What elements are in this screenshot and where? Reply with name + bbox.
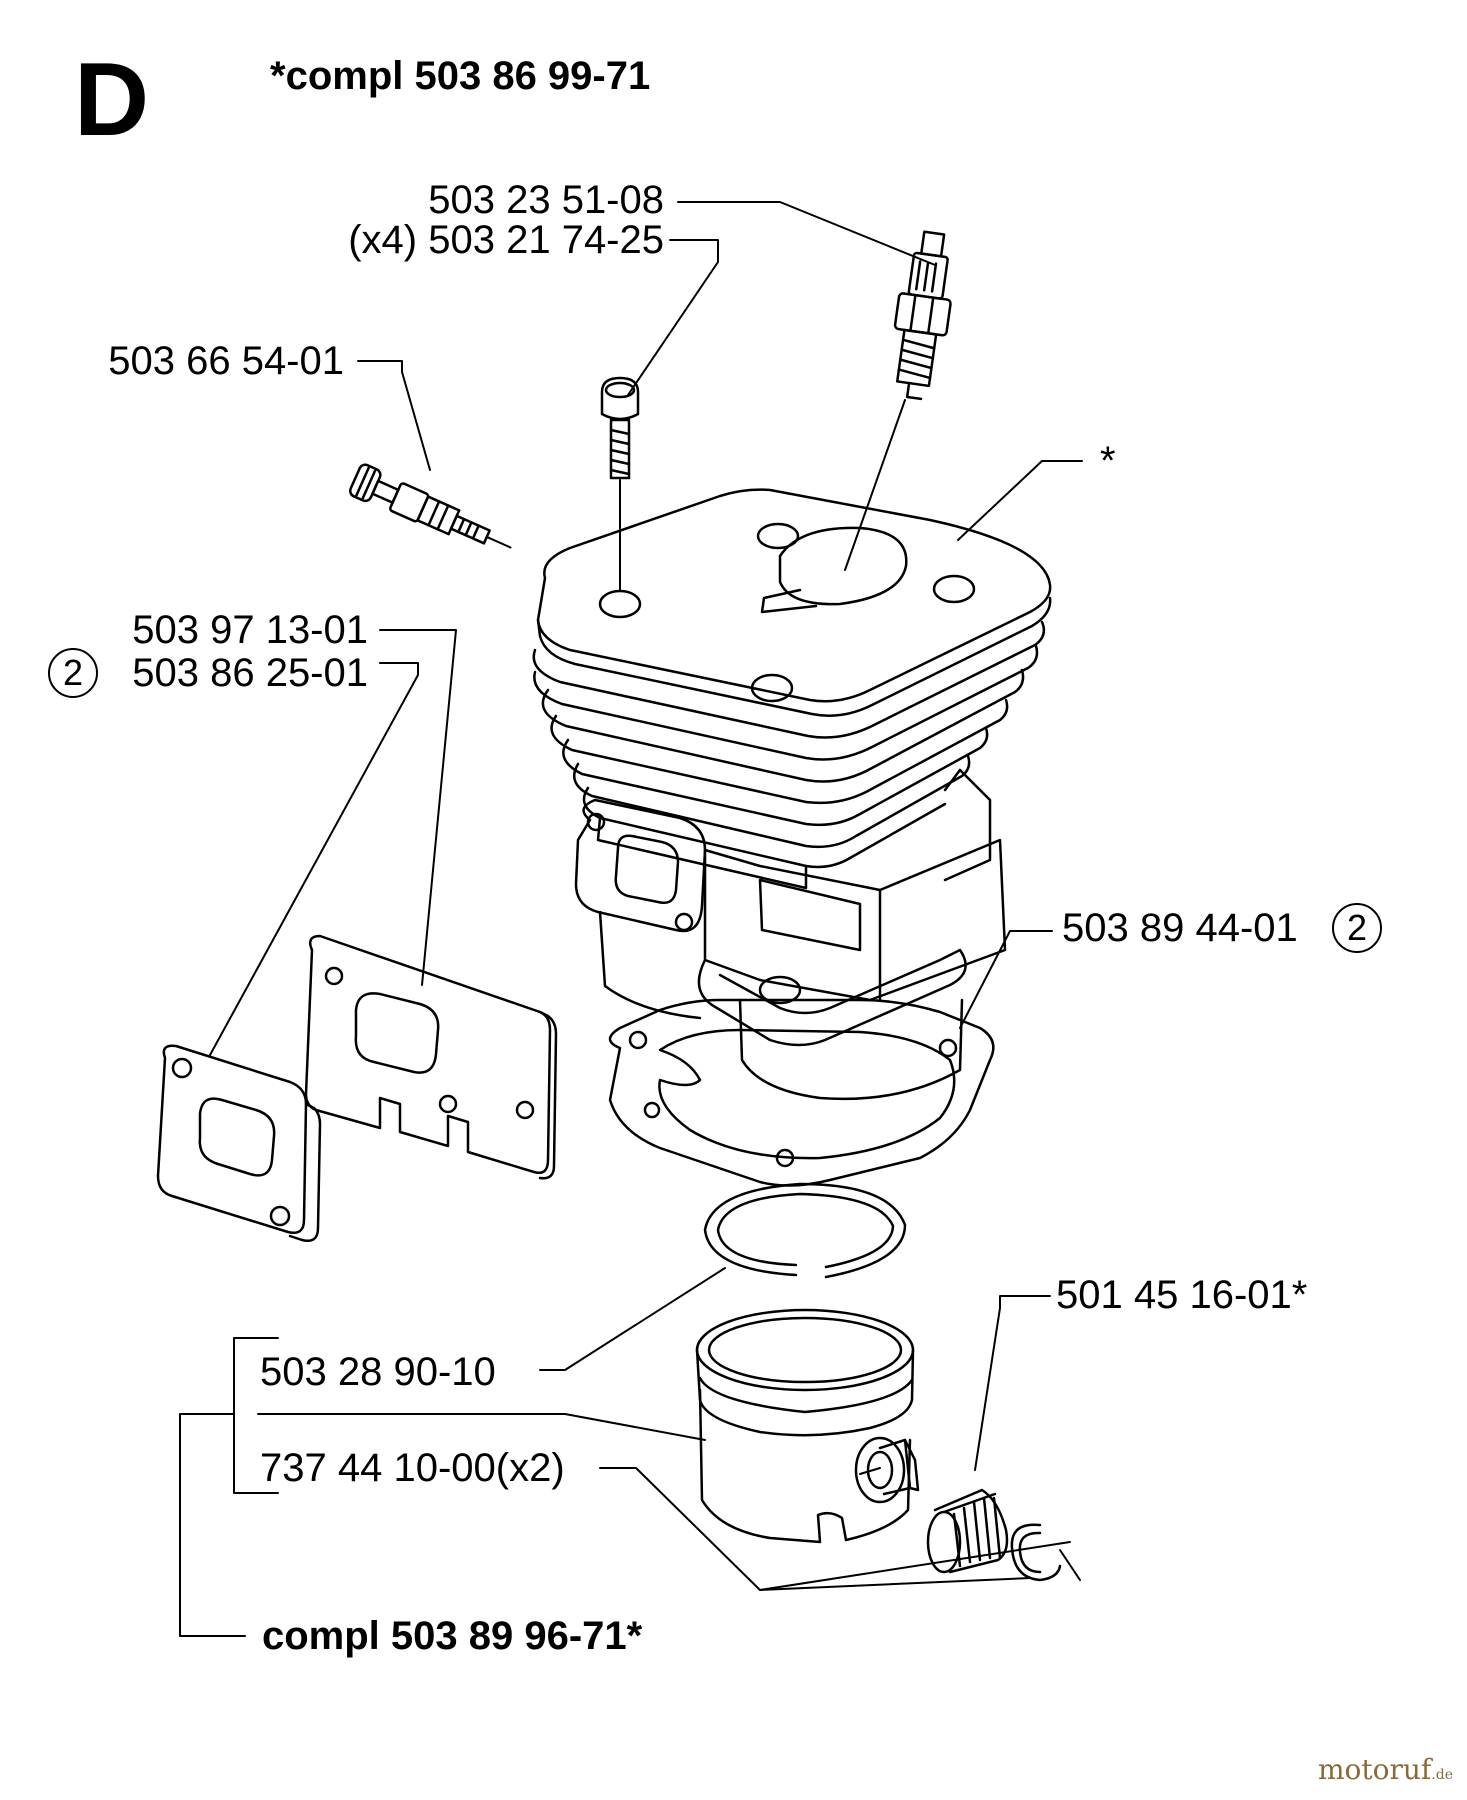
watermark-suffix: .de — [1431, 1767, 1453, 1783]
part-label-needle-bearing: 501 45 16-01* — [1056, 1273, 1308, 1317]
part-label-circlip: 737 44 10-00(x2) — [260, 1446, 565, 1490]
leader-lines — [179, 201, 1083, 1637]
heat-shield-drawing — [304, 934, 558, 1180]
piston-drawing — [695, 1308, 915, 1544]
cylinder-drawing — [532, 488, 1052, 1101]
part-label-exhaust-gasket: 503 86 25-01 — [132, 651, 368, 695]
watermark-logo: motoruf.de — [1318, 1755, 1453, 1790]
cylinder-screw-drawing — [600, 376, 640, 591]
cylinder-gasket-drawing — [608, 998, 995, 1187]
watermark-text: motoruf — [1317, 1753, 1432, 1786]
piston-ring-drawing — [703, 1182, 907, 1279]
part-label-decompression-valve: 503 66 54-01 — [108, 339, 344, 383]
section-letter: D — [74, 42, 150, 158]
part-label-piston-ring: 503 28 90-10 — [260, 1350, 496, 1394]
part-label-cylinder-gasket: 503 89 44-01 — [1062, 906, 1298, 950]
part-label-cylinder-screw: (x4) 503 21 74-25 — [348, 218, 664, 262]
ref-circle-cylinder-gasket: 2 — [1332, 903, 1382, 953]
decompression-valve-drawing — [348, 463, 512, 549]
exhaust-gasket-drawing — [156, 1044, 322, 1242]
circlip-drawing — [1010, 1523, 1081, 1582]
spark-plug-drawing — [893, 230, 952, 401]
asterisk-callout: * — [1100, 439, 1116, 483]
kit-top-label: *compl 503 86 99-71 — [270, 54, 651, 98]
kit-bottom-label: compl 503 89 96-71* — [262, 1614, 643, 1658]
part-label-spark-plug: 503 23 51-08 — [428, 178, 664, 222]
part-label-heat-shield: 503 97 13-01 — [132, 608, 368, 652]
ref-circle-exhaust-gasket: 2 — [48, 648, 98, 698]
needle-bearing-drawing — [926, 1488, 1009, 1574]
piston-pin-drawing — [859, 1438, 920, 1496]
